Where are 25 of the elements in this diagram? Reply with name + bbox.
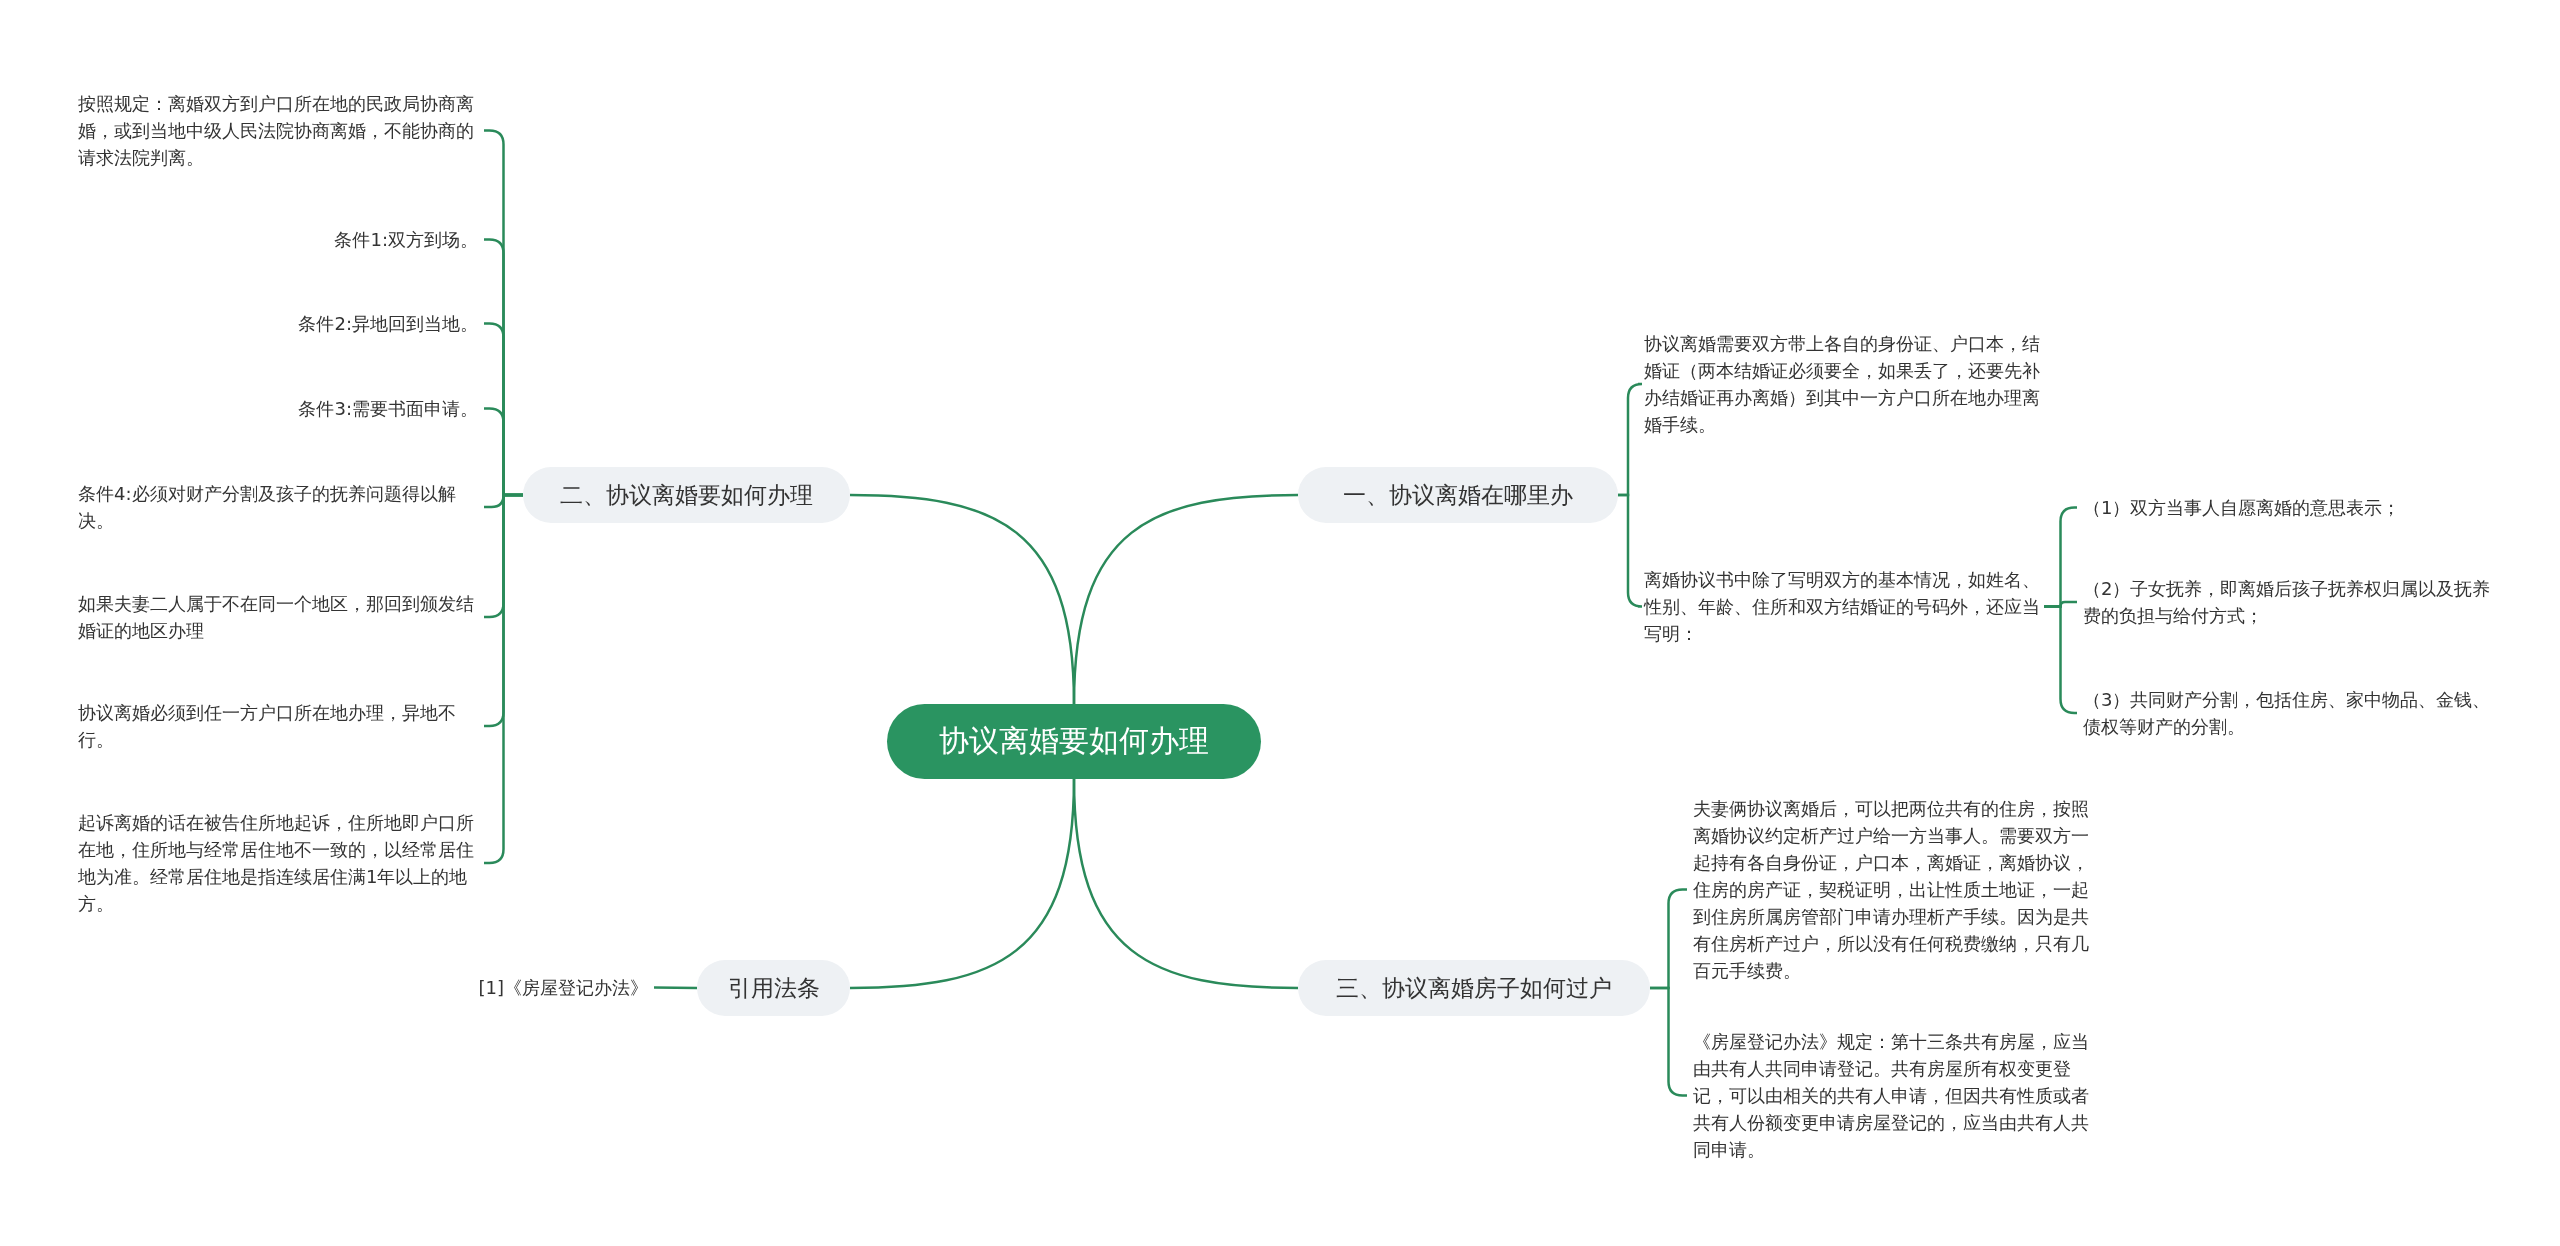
topic-text: 条件1:双方到场。	[334, 226, 478, 253]
topic-text: 起诉离婚的话在被告住所地起诉，住所地即户口所在地，住所地与经常居住地不一致的，以经常居住地为准。经常居住地是指连续居住满1年以上的地方。	[78, 809, 478, 917]
topic-text: 如果夫妻二人属于不在同一个地区，那回到颁发结婚证的地区办理	[78, 590, 478, 644]
topic-text: 夫妻俩协议离婚后，可以把两位共有的住房，按照离婚协议约定析产过户给一方当事人。需要双方一起持有各自身份证，户口本，离婚证，离婚协议，住房的房产证，契税证明，出让性质土地证，一起到住房所属房管部门申请办理析产手续。因为是共有住房析产过户，所以没有任何税费缴纳，只有几百元手续费。	[1693, 795, 2103, 984]
topic-text: 离婚协议书中除了写明双方的基本情况，如姓名、性别、年龄、住所和双方结婚证的号码外，还应当写明：	[1644, 566, 2044, 647]
connector-line	[654, 986, 697, 990]
topic-text: 协议离婚需要双方带上各自的身份证、户口本，结婚证（两本结婚证必须要全，如果丢了，还要先补办结婚证再办离婚）到其中一方户口所在地办理离婚手续。	[1644, 330, 2044, 438]
topic-text: 按照规定：离婚双方到户口所在地的民政局协商离婚，或到当地中级人民法院协商离婚，不能协商的请求法院判离。	[78, 90, 478, 171]
connector-line	[849, 493, 1076, 705]
connector-line	[1618, 493, 1644, 608]
topic-text: （2）子女抚养，即离婚后孩子抚养权归属以及抚养费的负担与给付方式；	[2083, 575, 2503, 629]
topic-text: （3）共同财产分割，包括住房、家中物品、金钱、债权等财产的分割。	[2083, 686, 2503, 740]
central-topic: 协议离婚要如何办理	[887, 704, 1261, 779]
topic-text: 《房屋登记办法》规定：第十三条共有房屋，应当由共有人共同申请登记。共有房屋所有权变更登记，可以由相关的共有人申请，但因共有性质或者共有人份额变更申请房屋登记的，应当由共有人共同申请。	[1693, 1028, 2103, 1163]
topic-text: （1）双方当事人自愿离婚的意思表示；	[2083, 494, 2401, 521]
topic-box: 三、协议离婚房子如何过户	[1298, 960, 1650, 1016]
topic-text: 条件4:必须对财产分割及孩子的抚养问题得以解决。	[78, 480, 478, 534]
topic-text: [1]《房屋登记办法》	[478, 974, 648, 1001]
topic-box: 二、协议离婚要如何办理	[523, 467, 850, 523]
topic-box: 引用法条	[697, 960, 850, 1016]
topic-box: 一、协议离婚在哪里办	[1298, 467, 1618, 523]
topic-text: 条件3:需要书面申请。	[298, 395, 478, 422]
connector-line	[849, 778, 1076, 990]
topic-text: 条件2:异地回到当地。	[298, 310, 478, 337]
topic-text: 协议离婚必须到任一方户口所在地办理，异地不行。	[78, 699, 478, 753]
